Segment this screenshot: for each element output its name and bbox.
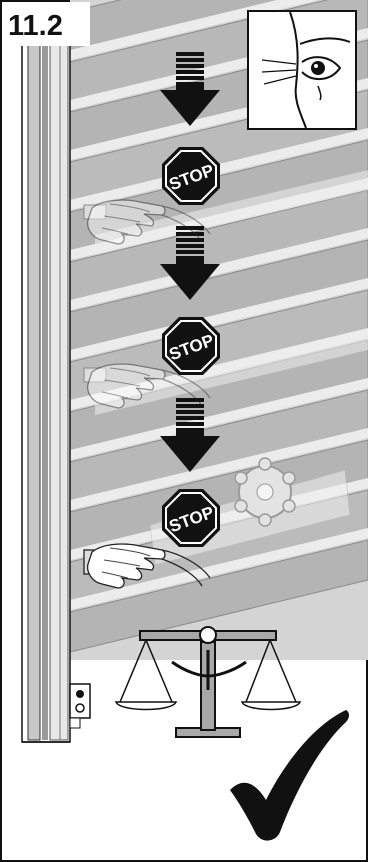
stop-sign-icon: STOP — [162, 317, 220, 375]
stop-sign-icon: STOP — [162, 147, 220, 205]
stop-sign-icon: STOP — [162, 489, 220, 547]
eye-inset — [248, 11, 356, 129]
step-number: 11.2 — [8, 10, 63, 43]
